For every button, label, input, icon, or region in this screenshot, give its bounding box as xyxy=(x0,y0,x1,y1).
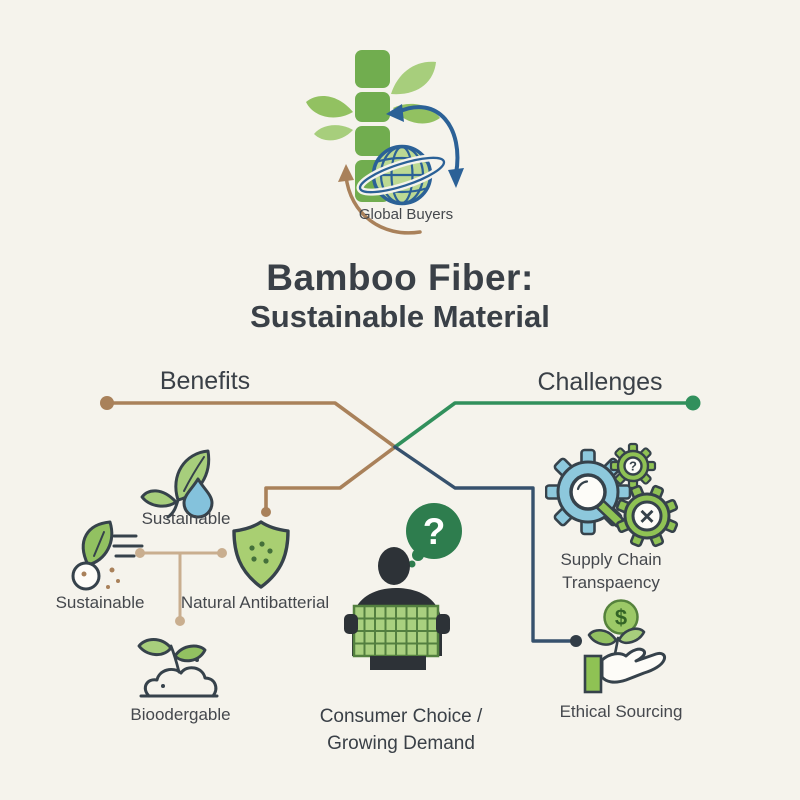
benefit-label-sustainable-left: Sustainable xyxy=(55,593,145,612)
cycle-arrow-blue xyxy=(396,105,460,176)
connector-dot-right xyxy=(217,548,227,558)
bamboo-leaf xyxy=(314,125,353,141)
challenges-line-start-dot xyxy=(685,395,701,411)
question-mark-glyph: ? xyxy=(423,511,446,552)
supply-chain-line1: Supply Chain xyxy=(560,550,662,569)
person-fabric-question-icon: ? xyxy=(344,503,462,670)
challenge-label-ethical-sourcing: Ethical Sourcing xyxy=(559,702,683,721)
magnifier-handle xyxy=(597,501,622,525)
page-title-line2: Sustainable Material xyxy=(250,299,550,334)
gear-question-glyph: ? xyxy=(629,459,637,474)
person-left-hand xyxy=(344,614,358,634)
benefit-items-connector xyxy=(138,551,224,620)
cycle-arrow-blue-head xyxy=(448,168,464,188)
gears-magnifier-icon: ? × xyxy=(545,442,679,548)
cycle-arrow-blue-tail-head xyxy=(386,104,404,122)
person-right-hand xyxy=(436,614,450,634)
globe-orbit-ring xyxy=(356,154,448,196)
challenges-branch-line xyxy=(393,401,695,449)
benefits-heading: Benefits xyxy=(159,367,251,395)
demand-branch-line xyxy=(393,445,572,643)
challenges-heading: Challenges xyxy=(537,368,663,396)
person-head xyxy=(378,547,410,585)
globe-label: Global Buyers xyxy=(358,206,454,223)
benefit-label-antibacterial: Natural Antibatterial xyxy=(180,593,330,612)
person-base xyxy=(370,656,426,670)
blue-gear-magnifier xyxy=(545,448,632,536)
supply-chain-line2: Transpaency xyxy=(562,573,660,592)
benefits-line-end-dot xyxy=(261,507,271,517)
cross-gear: × xyxy=(615,484,679,548)
demand-line-end-dot xyxy=(570,635,582,647)
shield-dots-icon xyxy=(232,520,290,589)
dollar-glyph: $ xyxy=(615,605,627,630)
center-label-line1: Consumer Choice / xyxy=(319,706,483,727)
benefits-branch-line xyxy=(105,401,397,512)
page-title-line1: Bamboo Fiber: xyxy=(266,257,534,298)
dollar-coin: $ xyxy=(603,599,639,635)
thought-bubble: ? xyxy=(406,503,462,568)
leaf-waterdrop-icon xyxy=(140,449,214,519)
center-item-label: Consumer Choice / Growing Demand xyxy=(295,703,507,757)
cycle-arrow-brown xyxy=(344,174,422,235)
benefit-label-biodegradable: Bioodergable xyxy=(130,705,231,724)
connector-dot-bottom xyxy=(175,616,185,626)
benefit-label-sustainable-top: Sustainable xyxy=(141,509,231,528)
open-hand xyxy=(600,647,666,684)
question-gear: ? xyxy=(609,442,657,490)
bamboo-leaf xyxy=(306,96,353,118)
hand-sprout-coin-icon: $ xyxy=(583,599,666,694)
benefits-line-start-dot xyxy=(100,396,114,410)
center-label-line2: Growing Demand xyxy=(327,733,475,754)
cycle-arrow-brown-head xyxy=(338,164,354,182)
water-drop xyxy=(182,477,214,519)
challenge-label-supply-chain: Supply Chain Transpaency xyxy=(528,548,694,594)
sprout-soil-icon xyxy=(137,638,219,698)
leaf-decompose-icon xyxy=(71,520,144,591)
gear-cross-glyph: × xyxy=(639,501,654,531)
globe-icon xyxy=(356,144,448,206)
fabric-swatch xyxy=(352,604,440,658)
connector-dot-left xyxy=(135,548,145,558)
bamboo-leaf xyxy=(391,61,436,95)
magnifier-lens xyxy=(569,473,607,511)
sleeve-cuff xyxy=(583,654,603,694)
sprout-in-hand xyxy=(587,627,646,660)
bamboo-globe-illustration xyxy=(306,50,464,235)
